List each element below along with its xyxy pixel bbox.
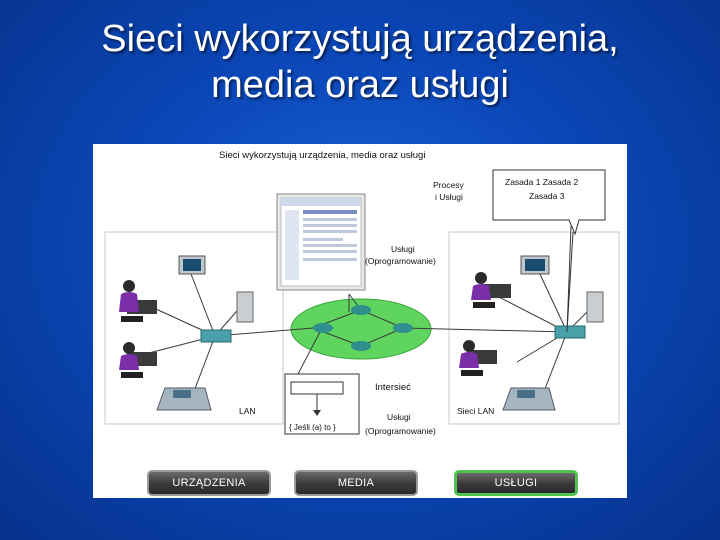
ip-phone-icon (157, 388, 211, 410)
server-icon (237, 292, 253, 322)
services-top-line2: (Oprogramowanie) (365, 256, 436, 266)
rules-line1: Zasada 1 Zasada 2 (505, 177, 579, 187)
router-icon (393, 323, 413, 333)
services-bottom-line1: Usługi (387, 412, 411, 422)
tab-media[interactable]: MEDIA (294, 470, 418, 496)
slide-title-line1: Sieci wykorzystują urządzenia, (0, 16, 720, 62)
switch-icon (555, 326, 585, 338)
tab-devices[interactable]: URZĄDZENIA (147, 470, 271, 496)
processes-line1: Procesy (433, 180, 464, 190)
router-icon (351, 305, 371, 315)
slide-title-line2: media oraz usługi (0, 62, 720, 108)
tab-services[interactable]: USŁUGI (454, 470, 578, 496)
services-top-line1: Usługi (391, 244, 415, 254)
switch-icon (201, 330, 231, 342)
web-page-thumbnail (277, 194, 365, 290)
processes-line2: i Usługi (435, 192, 463, 202)
ip-phone-icon (503, 388, 555, 410)
services-bottom-line2: (Oprogramowanie) (365, 426, 436, 436)
figure-header: Sieci wykorzystują urządzenia, media ora… (219, 150, 425, 161)
router-icon (313, 323, 333, 333)
internetwork-label: Intersieć (375, 382, 411, 393)
server-icon (587, 292, 603, 322)
network-diagram: Sieci wykorzystują urządzenia, media ora… (93, 144, 627, 498)
slide-title: Sieci wykorzystują urządzenia, media ora… (0, 16, 720, 108)
screen-icon (525, 259, 545, 271)
another-lan-label: Sieci LAN (457, 406, 494, 416)
flowchart-condition: { Jeśli (a) to } (289, 423, 336, 432)
screen-icon (183, 259, 201, 271)
router-icon (351, 341, 371, 351)
rules-line2: Zasada 3 (529, 191, 565, 201)
lan-label: LAN (239, 406, 256, 416)
network-figure: Sieci wykorzystują urządzenia, media ora… (93, 144, 627, 498)
